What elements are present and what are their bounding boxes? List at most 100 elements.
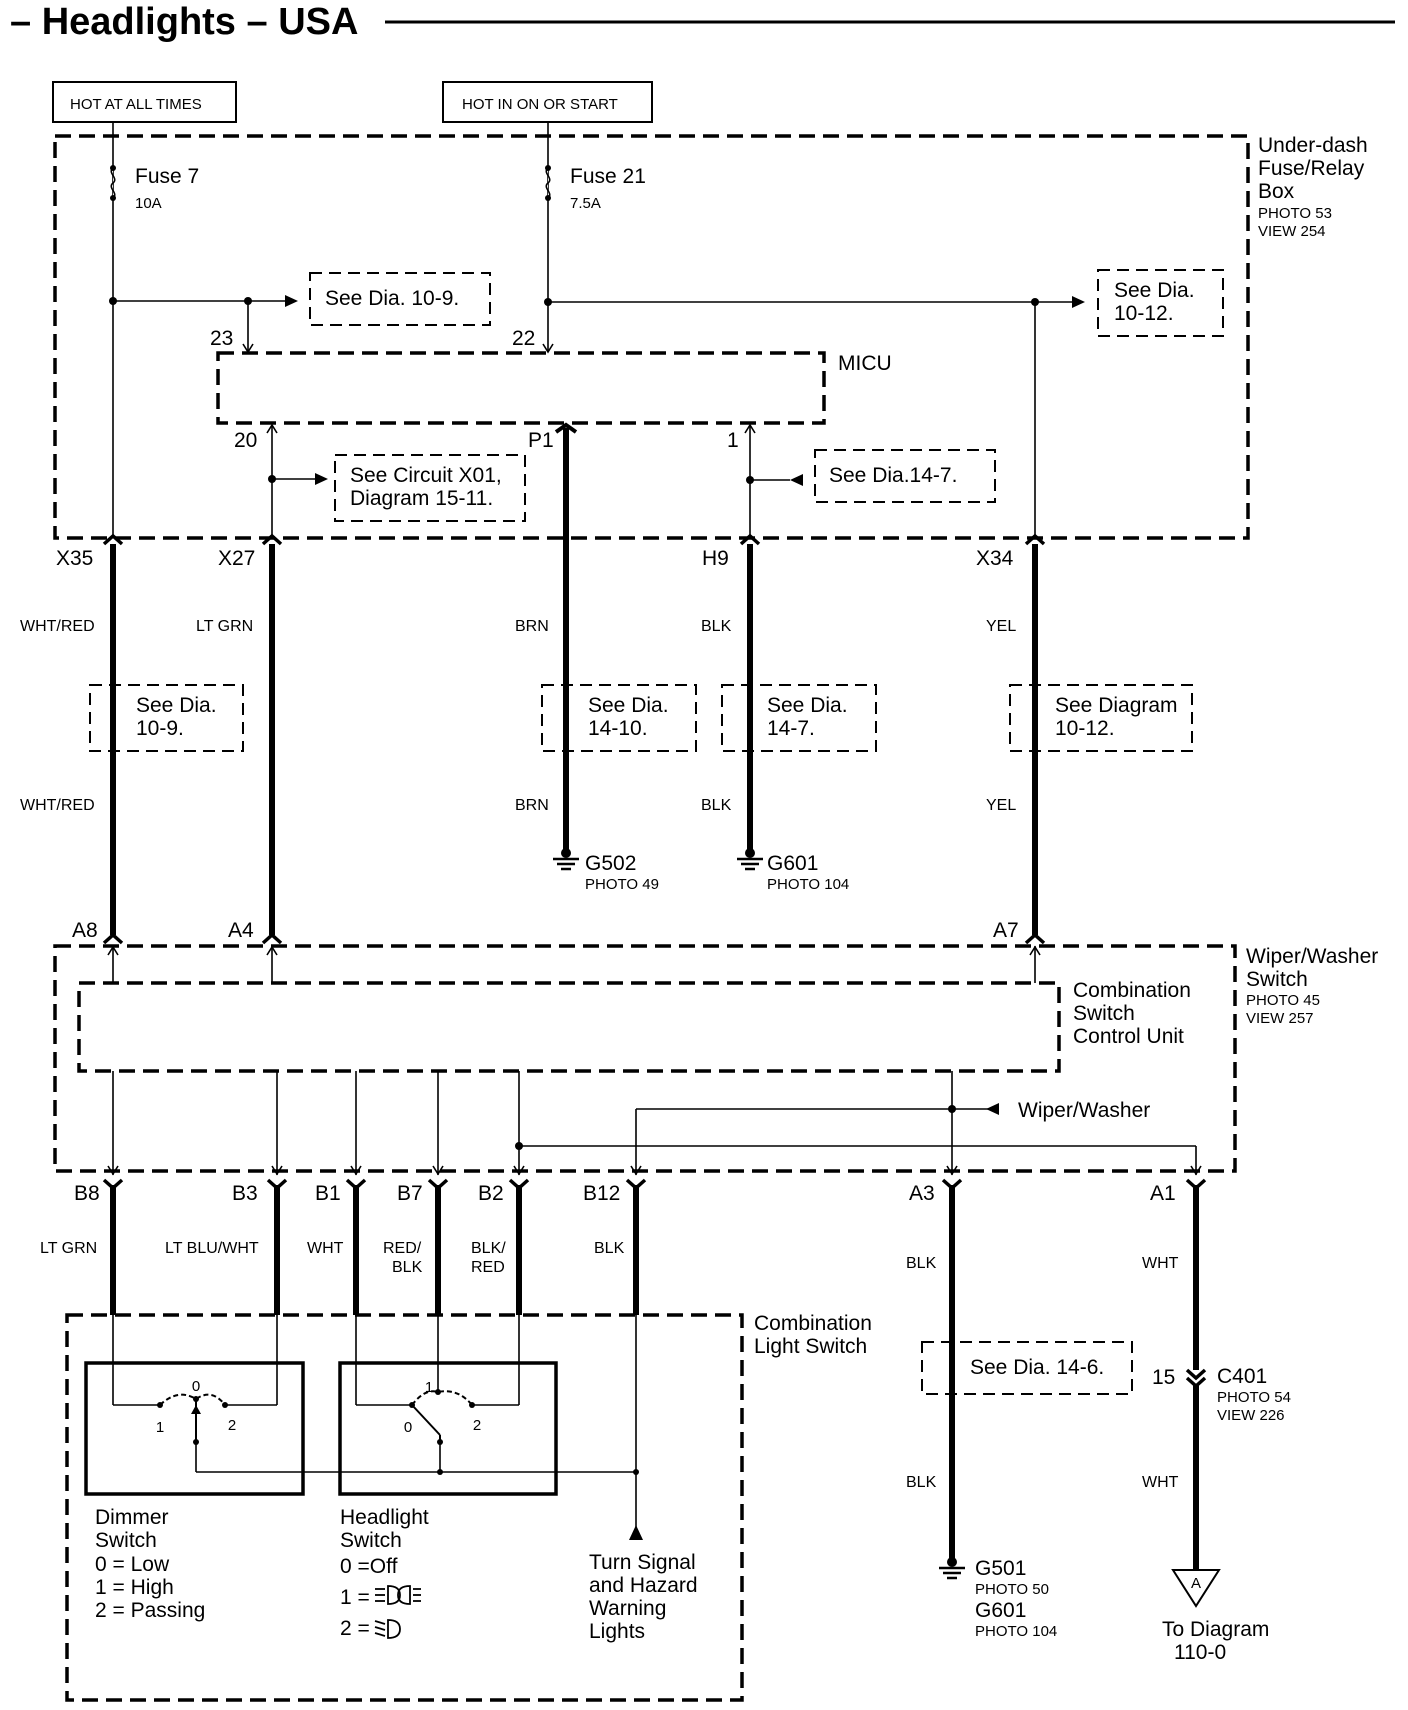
combination-light-switch-box	[65, 1313, 744, 1702]
wire-label-brn-1: BRN	[515, 618, 549, 635]
ground-g501-photo: PHOTO 50	[975, 1581, 1049, 1598]
wire-label-ltgrn-b8: LT GRN	[40, 1240, 97, 1257]
ref-dia-10-9-top-text: See Dia. 10-9.	[325, 287, 459, 310]
ref-dia-14-7-mid	[721, 684, 877, 752]
conn-b12: B12	[583, 1182, 620, 1205]
ground-g502-photo: PHOTO 49	[585, 876, 659, 893]
conn-x27: X27	[218, 547, 255, 570]
dimmer-label-4: 1 = High	[95, 1576, 174, 1599]
headlight-label-3: 0 =Off	[340, 1555, 398, 1578]
wire-label-wht-b1: WHT	[307, 1240, 344, 1257]
fuse21-name: Fuse 21	[570, 165, 646, 188]
hot-in-on-start-label: HOT IN ON OR START	[462, 96, 618, 113]
headlight-contact	[411, 1390, 473, 1406]
control-unit-2: Switch	[1073, 1002, 1135, 1025]
ref-dia-10-12-top-1: See Dia.	[1114, 279, 1195, 302]
conn-b8: B8	[74, 1182, 100, 1205]
fuse21-rating: 7.5A	[570, 195, 601, 212]
ground-g501-icon	[939, 1557, 965, 1580]
turn-signal-2: and Hazard	[589, 1574, 698, 1597]
ground-g601-icon	[737, 848, 763, 871]
wire-label-ltbluwht: LT BLU/WHT	[165, 1240, 259, 1257]
wire-label-wht-a1-2: WHT	[1142, 1474, 1179, 1491]
micu-pin-23: 23	[210, 327, 233, 350]
micu-pin-20: 20	[234, 429, 257, 452]
dimmer-pos2: 2	[228, 1417, 236, 1434]
ref-dia-10-9-top	[309, 272, 491, 326]
c401-view: VIEW 226	[1217, 1407, 1285, 1424]
wire-label-blk-2: BLK	[701, 797, 732, 814]
ref-circuit-x01-1: See Circuit X01,	[350, 464, 502, 487]
conn-a7: A7	[993, 919, 1019, 942]
wiper-washer-label: Wiper/Washer	[1018, 1099, 1150, 1122]
ref-dia-14-6	[921, 1341, 1133, 1395]
wire-label-redblk-2: BLK	[392, 1259, 423, 1276]
wiper-switch-name-1: Wiper/Washer	[1246, 945, 1378, 968]
hot-at-all-times-box	[52, 81, 237, 123]
wire-label-blkred-1: BLK/	[471, 1240, 506, 1257]
ref-dia-10-12-top-2: 10-12.	[1114, 302, 1174, 325]
dimmer-switch-box	[84, 1361, 305, 1496]
conn-a3: A3	[909, 1182, 935, 1205]
ref-dia-14-7-top-text: See Dia.14-7.	[829, 464, 957, 487]
conn-a1: A1	[1150, 1182, 1176, 1205]
light-switch-name-1: Combination	[754, 1312, 872, 1335]
fuse7-rating: 10A	[135, 195, 162, 212]
c401-name: C401	[1217, 1365, 1267, 1388]
c401-pin: 15	[1152, 1366, 1175, 1389]
ground-g501-name: G501	[975, 1557, 1026, 1580]
conn-b2: B2	[478, 1182, 504, 1205]
turn-signal-1: Turn Signal	[589, 1551, 696, 1574]
dimmer-label-2: Switch	[95, 1529, 157, 1552]
wiper-washer-switch-box	[53, 944, 1237, 1173]
headlight-pos1: 1	[425, 1379, 433, 1396]
wire-label-redblk-1: RED/	[383, 1240, 422, 1257]
dimmer-label-3: 0 = Low	[95, 1553, 170, 1576]
wiper-switch-name-2: Switch	[1246, 968, 1308, 991]
high-beam-icon	[375, 1585, 421, 1605]
underdash-photo: PHOTO 53	[1258, 205, 1332, 222]
wire-label-ltgrn-1: LT GRN	[196, 618, 253, 635]
headlight-pos0: 0	[404, 1419, 412, 1436]
wiper-switch-photo: PHOTO 45	[1246, 992, 1320, 1009]
ref-dia-10-9-mid-2: 10-9.	[136, 717, 184, 740]
underdash-view: VIEW 254	[1258, 223, 1326, 240]
dimmer-pos0: 0	[192, 1378, 200, 1395]
underdash-fuse-relay-box	[53, 134, 1250, 540]
to-diagram-1: To Diagram	[1162, 1618, 1269, 1641]
conn-b7: B7	[397, 1182, 423, 1205]
conn-b3: B3	[232, 1182, 258, 1205]
ref-diagram-10-12-mid-1: See Diagram	[1055, 694, 1178, 717]
ground-g502-name: G502	[585, 852, 636, 875]
wiper-switch-view: VIEW 257	[1246, 1010, 1314, 1027]
conn-x35: X35	[56, 547, 93, 570]
ground-g502-icon	[553, 848, 579, 871]
conn-x34: X34	[976, 547, 1014, 570]
fuse7-symbol	[110, 167, 116, 199]
ground-g601-name: G601	[767, 852, 818, 875]
conn-h9: H9	[702, 547, 729, 570]
wire-label-wht-a1: WHT	[1142, 1255, 1179, 1272]
ref-diagram-10-12-mid	[1009, 684, 1193, 752]
ground-g601-photo: PHOTO 104	[767, 876, 849, 893]
wire-label-blk-a3-2: BLK	[906, 1474, 937, 1491]
underdash-name-2: Fuse/Relay	[1258, 157, 1365, 180]
dimmer-label-1: Dimmer	[95, 1506, 169, 1529]
conn-b1: B1	[315, 1182, 341, 1205]
ref-dia-14-6-text: See Dia. 14-6.	[970, 1356, 1104, 1379]
turn-signal-arrow-icon	[629, 1525, 643, 1540]
page-title: – Headlights – USA	[10, 1, 358, 43]
dimmer-label-5: 2 = Passing	[95, 1599, 205, 1622]
ref-dia-14-7-mid-1: See Dia.	[767, 694, 848, 717]
ref-circuit-x01	[334, 454, 526, 522]
conn-a4: A4	[228, 919, 254, 942]
turn-signal-4: Lights	[589, 1620, 645, 1643]
wire-label-yel-1: YEL	[986, 618, 1016, 635]
ref-circuit-x01-2: Diagram 15-11.	[350, 487, 493, 510]
micu-pin-1: 1	[727, 429, 739, 452]
wire-label-blk-a3: BLK	[906, 1255, 937, 1272]
wire-label-brn-2: BRN	[515, 797, 549, 814]
control-unit-3: Control Unit	[1073, 1025, 1184, 1048]
off-page-arrow-icon	[1171, 1569, 1221, 1608]
